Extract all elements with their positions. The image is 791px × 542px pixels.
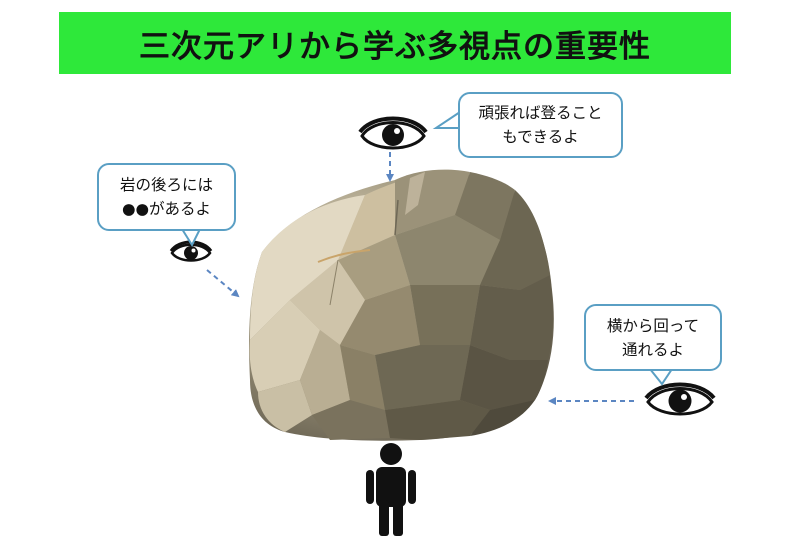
speech-bubble-left: 岩の後ろには ●●があるよ xyxy=(97,163,236,231)
speech-bubble-right: 横から回って 通れるよ xyxy=(584,304,722,371)
bubble-top-line2: もできるよ xyxy=(502,128,579,146)
bubble-tail-top xyxy=(432,110,461,129)
eye-icon xyxy=(644,382,716,416)
bubble-top-line1: 頑張れば登ること xyxy=(478,104,603,122)
page-title: 三次元アリから学ぶ多視点の重要性 xyxy=(139,28,651,65)
speech-bubble-top: 頑張れば登ること もできるよ xyxy=(458,92,623,158)
title-banner: 三次元アリから学ぶ多視点の重要性 xyxy=(59,12,731,74)
bubble-right-line2: 通れるよ xyxy=(621,340,684,359)
bubble-left-line2: ●●があるよ xyxy=(121,200,212,218)
rock-icon xyxy=(249,169,554,441)
person-icon xyxy=(366,443,416,536)
arrow-left xyxy=(206,269,240,298)
eye-icon xyxy=(358,116,428,150)
bubble-tail-right xyxy=(647,368,674,386)
bubble-left-line1: 岩の後ろには xyxy=(119,176,213,194)
bubble-right-line1: 横から回って xyxy=(606,316,700,335)
